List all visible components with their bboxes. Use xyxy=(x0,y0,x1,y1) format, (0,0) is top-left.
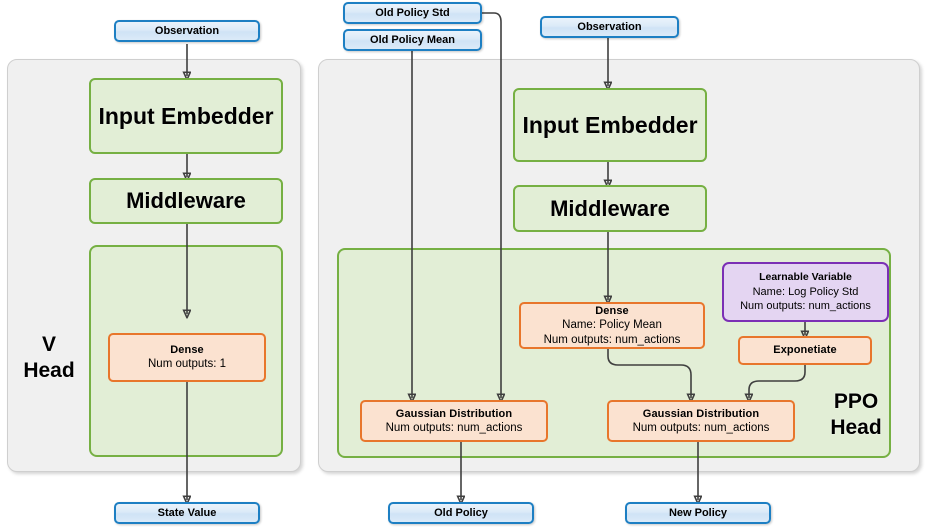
ppo-dense-policy-mean[interactable]: Dense Name: Policy Mean Num outputs: num… xyxy=(519,302,705,349)
ppo-head-label-line1: PPO xyxy=(833,390,879,413)
v-middleware[interactable]: Middleware xyxy=(89,178,283,224)
v-input-embedder[interactable]: Input Embedder xyxy=(89,78,283,154)
ppo-middleware[interactable]: Middleware xyxy=(513,185,707,232)
gaussian-new-title: Gaussian Distribution xyxy=(642,407,760,420)
ppo-dense-name: Name: Policy Mean xyxy=(562,318,662,331)
ppo-input-embedder[interactable]: Input Embedder xyxy=(513,88,707,162)
ppo-gaussian-old[interactable]: Gaussian Distribution Num outputs: num_a… xyxy=(360,400,548,442)
exponetiate-title: Exponetiate xyxy=(773,344,837,357)
v-dense-title: Dense xyxy=(170,344,204,357)
v-head-label-line2: Head xyxy=(23,359,75,383)
input-old-policy-mean[interactable]: Old Policy Mean xyxy=(343,29,482,51)
v-dense-num-outputs: Num outputs: 1 xyxy=(148,358,226,371)
input-old-policy-std[interactable]: Old Policy Std xyxy=(343,2,482,24)
v-dense-block[interactable]: Dense Num outputs: 1 xyxy=(108,333,266,382)
v-head-label: V Head xyxy=(14,332,84,385)
v-head-label-line1: V xyxy=(41,333,56,356)
output-new-policy[interactable]: New Policy xyxy=(625,502,771,524)
ppo-head-label-line2: Head xyxy=(830,416,882,440)
ppo-exponetiate[interactable]: Exponetiate xyxy=(738,336,872,365)
ppo-learnable-variable[interactable]: Learnable Variable Name: Log Policy Std … xyxy=(722,262,889,322)
gaussian-old-num-outputs: Num outputs: num_actions xyxy=(385,421,523,434)
input-observation-v[interactable]: Observation xyxy=(114,20,260,42)
ppo-head-label: PPO Head xyxy=(818,389,894,442)
input-observation-ppo[interactable]: Observation xyxy=(540,16,679,38)
learnable-variable-name: Name: Log Policy Std xyxy=(752,285,859,298)
learnable-variable-title: Learnable Variable xyxy=(759,270,852,283)
learnable-variable-num-outputs: Num outputs: num_actions xyxy=(740,299,871,312)
output-old-policy[interactable]: Old Policy xyxy=(388,502,534,524)
ppo-dense-title: Dense xyxy=(595,304,629,317)
gaussian-new-num-outputs: Num outputs: num_actions xyxy=(632,421,770,434)
ppo-gaussian-new[interactable]: Gaussian Distribution Num outputs: num_a… xyxy=(607,400,795,442)
output-state-value[interactable]: State Value xyxy=(114,502,260,524)
gaussian-old-title: Gaussian Distribution xyxy=(395,407,513,420)
ppo-dense-num-outputs: Num outputs: num_actions xyxy=(543,333,681,346)
